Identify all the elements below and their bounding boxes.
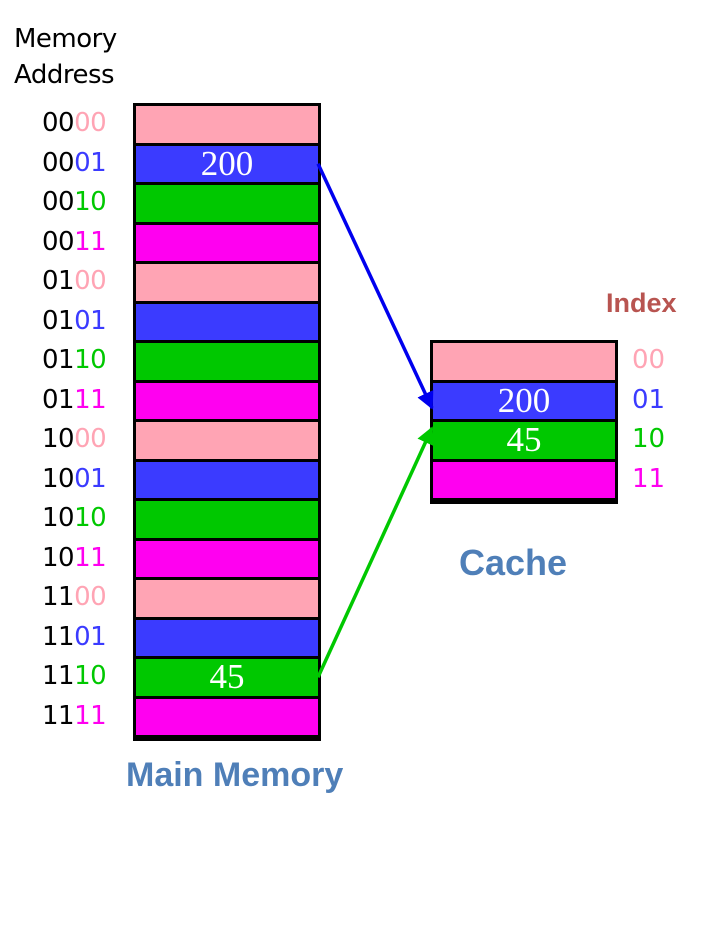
cache-index-label: 01 — [632, 384, 666, 415]
memory-address-header-line1: Memory — [14, 24, 117, 54]
cache-cell — [433, 343, 615, 380]
mapping-arrow — [316, 163, 434, 410]
memory-cell — [136, 185, 318, 222]
address-index-bits: 11 — [74, 226, 107, 257]
address-high-bits: 10 — [42, 503, 75, 533]
memory-cell — [136, 619, 318, 656]
memory-address-label: 0010 — [42, 187, 122, 217]
memory-cell — [136, 382, 318, 419]
main-memory-block: 200 45 — [133, 103, 321, 741]
memory-address-label: 1001 — [42, 464, 122, 494]
memory-address-label: 0011 — [42, 227, 122, 257]
memory-cell — [136, 461, 318, 498]
memory-cell — [136, 540, 318, 577]
address-index-bits: 01 — [74, 463, 107, 494]
memory-address-label: 1110 — [42, 661, 122, 691]
cache-cell: 200 — [433, 382, 615, 419]
memory-cell — [136, 224, 318, 261]
cache-label: Cache — [459, 542, 568, 583]
address-high-bits: 11 — [42, 621, 75, 652]
address-high-bits: 11 — [42, 661, 75, 691]
address-index-bits: 00 — [74, 108, 107, 138]
cache-cell — [433, 461, 615, 498]
index-header: Index — [606, 288, 677, 318]
memory-address-header-line2: Address — [14, 60, 115, 90]
cache-index-label: 10 — [632, 424, 666, 454]
cache-index-label: 00 — [632, 345, 666, 375]
address-index-bits: 01 — [74, 621, 107, 652]
main-memory-label: Main Memory — [126, 756, 344, 794]
address-index-bits: 10 — [74, 187, 107, 217]
address-high-bits: 10 — [42, 542, 75, 573]
address-high-bits: 00 — [42, 226, 75, 257]
mapping-arrow — [316, 426, 434, 678]
memory-cell — [136, 698, 318, 735]
memory-address-label: 0001 — [42, 148, 122, 178]
memory-address-label: 1100 — [42, 582, 122, 612]
address-index-bits: 10 — [74, 661, 107, 691]
address-high-bits: 01 — [42, 305, 75, 336]
address-high-bits: 00 — [42, 147, 75, 178]
memory-cell — [136, 303, 318, 340]
memory-address-label: 0000 — [42, 108, 122, 138]
address-index-bits: 01 — [74, 147, 107, 178]
memory-address-label: 0110 — [42, 345, 122, 375]
memory-address-label: 1011 — [42, 543, 122, 573]
address-high-bits: 11 — [42, 582, 75, 612]
memory-address-label: 1000 — [42, 424, 122, 454]
address-index-bits: 11 — [74, 542, 107, 573]
memory-cell — [136, 501, 318, 538]
memory-cell — [136, 422, 318, 459]
memory-cell: 200 — [136, 145, 318, 182]
memory-address-label: 0111 — [42, 385, 122, 415]
memory-address-label: 0100 — [42, 266, 122, 296]
memory-cell — [136, 580, 318, 617]
memory-cell — [136, 106, 318, 143]
memory-address-label: 1111 — [42, 701, 122, 731]
address-index-bits: 01 — [74, 305, 107, 336]
address-high-bits: 00 — [42, 108, 75, 138]
cache-index-label: 11 — [632, 463, 666, 494]
memory-address-label: 1101 — [42, 622, 122, 652]
address-index-bits: 00 — [74, 424, 107, 454]
address-index-bits: 00 — [74, 266, 107, 296]
address-high-bits: 01 — [42, 266, 75, 296]
address-index-bits: 10 — [74, 345, 107, 375]
address-high-bits: 00 — [42, 187, 75, 217]
address-index-bits: 11 — [74, 700, 107, 731]
address-index-bits: 10 — [74, 503, 107, 533]
memory-address-label: 0101 — [42, 306, 122, 336]
memory-address-label: 1010 — [42, 503, 122, 533]
address-index-bits: 00 — [74, 582, 107, 612]
address-index-bits: 11 — [74, 384, 107, 415]
address-high-bits: 11 — [42, 700, 75, 731]
memory-cell — [136, 264, 318, 301]
address-high-bits: 01 — [42, 345, 75, 375]
address-high-bits: 10 — [42, 463, 75, 494]
address-high-bits: 01 — [42, 384, 75, 415]
cache-cell: 45 — [433, 421, 615, 459]
memory-cell: 45 — [136, 658, 318, 696]
memory-cell — [136, 343, 318, 380]
address-high-bits: 10 — [42, 424, 75, 454]
